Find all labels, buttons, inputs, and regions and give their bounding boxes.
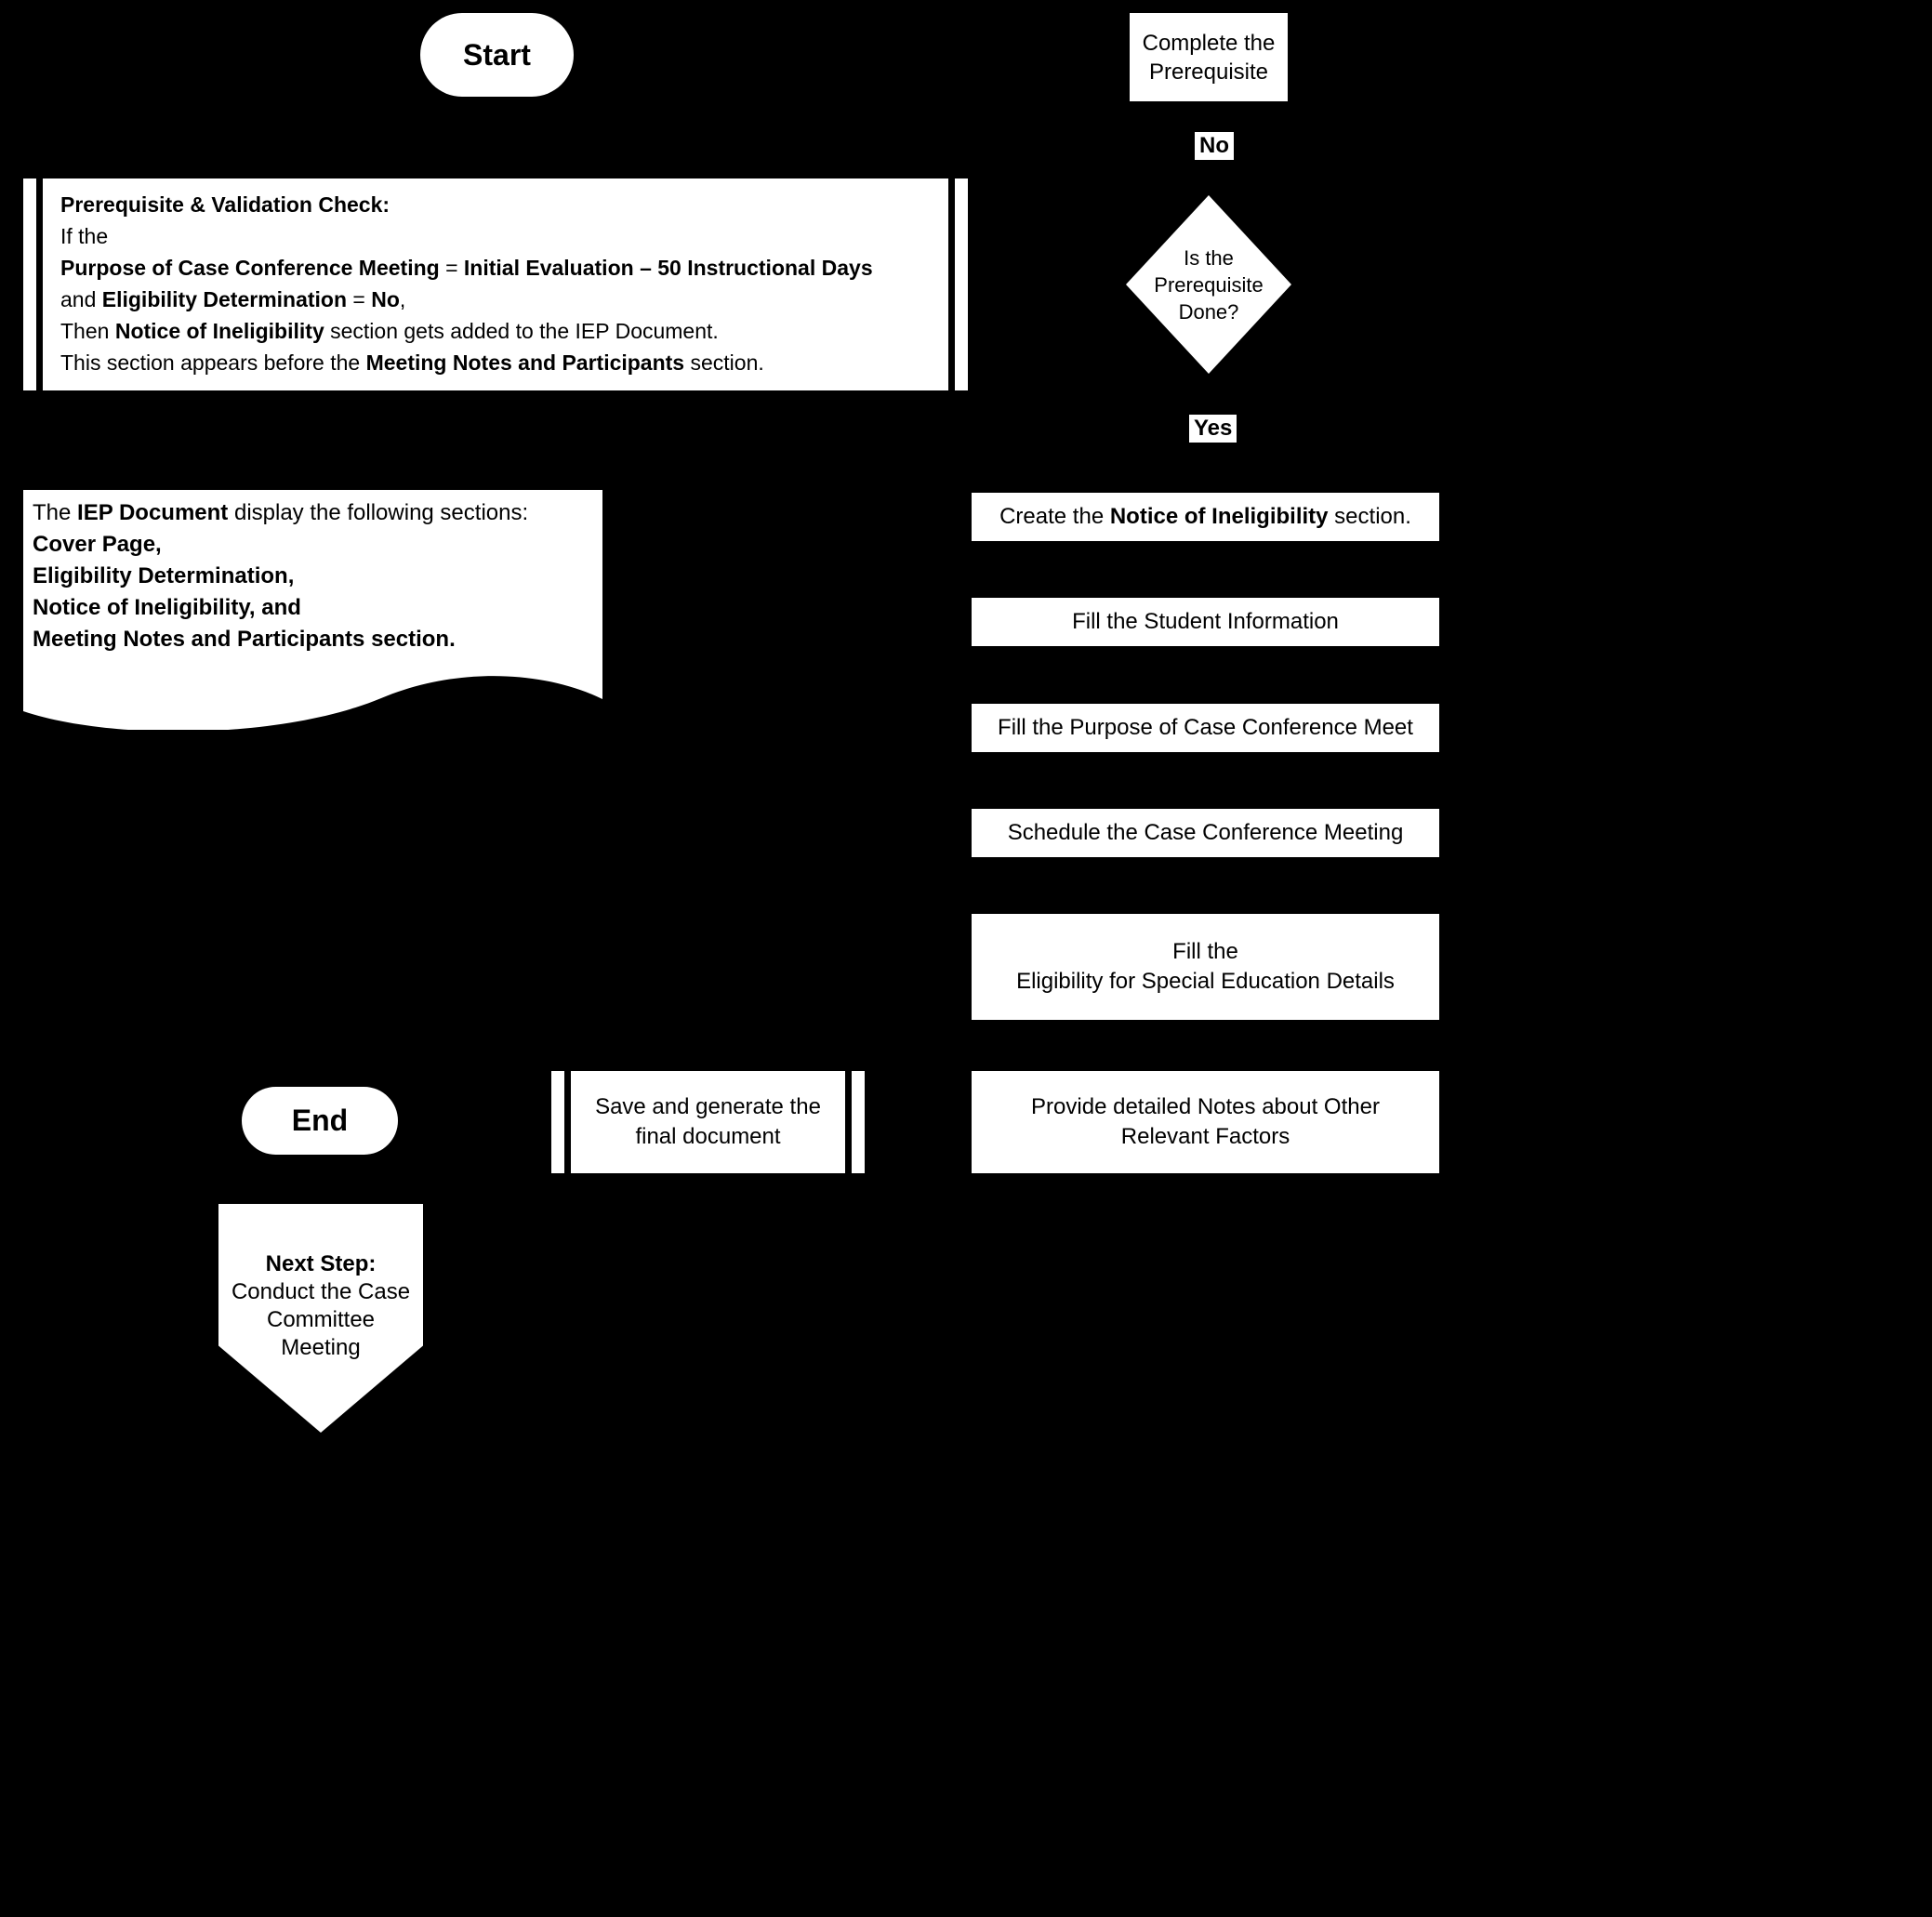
iep-document-line5: Meeting Notes and Participants section.	[33, 627, 456, 652]
validation-line5-post: section gets added to the IEP Document.	[324, 319, 719, 343]
validation-line4-bold1: Eligibility Determination	[101, 287, 348, 311]
iep-document-node: The IEP Document display the following s…	[23, 490, 602, 730]
validation-line4-mid: =	[347, 287, 372, 311]
student-info-label: Fill the Student Information	[1072, 609, 1339, 634]
purpose-label: Fill the Purpose of Case Conference Meet	[998, 715, 1413, 740]
validation-line6-post: section.	[684, 350, 764, 375]
decision-line1: Is the	[1184, 245, 1234, 270]
prerequisite-decision-node: Is the Prerequisite Done?	[1126, 195, 1291, 374]
next-step-title: Next Step:	[265, 1251, 377, 1276]
validation-line5-pre: Then	[60, 319, 115, 343]
purpose-node: Fill the Purpose of Case Conference Meet	[972, 704, 1439, 752]
no-branch-label: No	[1195, 132, 1234, 160]
create-notice-pre: Create the	[999, 504, 1110, 529]
validation-line2: If the	[60, 224, 109, 248]
validation-line5: Then Notice of Ineligibility section get…	[60, 315, 931, 347]
validation-line4-bold2: No	[371, 287, 400, 311]
create-notice-post: section.	[1328, 504, 1411, 529]
save-line1: Save and generate the	[595, 1094, 821, 1119]
schedule-label: Schedule the Case Conference Meeting	[1007, 820, 1404, 845]
complete-prerequisite-node: Complete the Prerequisite	[1130, 13, 1288, 101]
iep-line1-post: display the following sections:	[228, 500, 529, 525]
validation-check-node: Prerequisite & Validation Check: If the …	[23, 178, 968, 390]
complete-prerequisite-line2: Prerequisite	[1148, 59, 1269, 85]
iep-document-line2: Cover Page,	[33, 532, 162, 557]
validation-line6-bold: Meeting Notes and Participants	[365, 350, 685, 375]
validation-line3-bold2: Initial Evaluation – 50 Instructional Da…	[463, 256, 873, 280]
validation-line3: Purpose of Case Conference Meeting = Ini…	[60, 252, 931, 284]
next-step-line2: Committee	[266, 1307, 376, 1332]
validation-line6: This section appears before the Meeting …	[60, 347, 931, 378]
next-step-node: Next Step: Conduct the Case Committee Me…	[218, 1204, 423, 1433]
validation-line4-pre: and	[60, 287, 102, 311]
validation-line6-pre: This section appears before the	[60, 350, 366, 375]
validation-line3-mid: =	[439, 256, 464, 280]
yes-branch-label: Yes	[1189, 415, 1237, 443]
eligibility-line1: Fill the	[1172, 939, 1238, 964]
next-step-line3: Meeting	[281, 1335, 361, 1360]
create-notice-text: Create the Notice of Ineligibility secti…	[999, 502, 1411, 532]
validation-line3-bold1: Purpose of Case Conference Meeting	[60, 256, 440, 280]
end-label: End	[291, 1104, 349, 1137]
validation-title: Prerequisite & Validation Check:	[60, 192, 390, 217]
schedule-node: Schedule the Case Conference Meeting	[972, 809, 1439, 857]
document-wave-edge	[23, 657, 602, 730]
eligibility-node: Fill the Eligibility for Special Educati…	[972, 914, 1439, 1020]
decision-line3: Done?	[1178, 299, 1239, 324]
iep-line1-pre: The	[33, 500, 78, 525]
start-label: Start	[463, 37, 531, 72]
iep-document-line1: The IEP Document display the following s…	[33, 497, 593, 529]
validation-line4: and Eligibility Determination = No,	[60, 284, 931, 315]
iep-document-line3: Eligibility Determination,	[33, 563, 295, 588]
iep-document-text: The IEP Document display the following s…	[23, 490, 602, 657]
create-notice-bold: Notice of Ineligibility	[1109, 504, 1329, 529]
notes-line2: Relevant Factors	[1120, 1124, 1290, 1149]
next-step-line1: Conduct the Case	[231, 1279, 411, 1304]
create-notice-node: Create the Notice of Ineligibility secti…	[972, 493, 1439, 541]
validation-line4-post: ,	[399, 287, 406, 311]
iep-line1-bold: IEP Document	[77, 500, 229, 525]
save-line2: final document	[635, 1124, 781, 1149]
eligibility-line2: Eligibility for Special Education Detail…	[1016, 969, 1395, 994]
complete-prerequisite-line1: Complete the	[1142, 30, 1276, 56]
notes-line1: Provide detailed Notes about Other	[1031, 1094, 1380, 1119]
save-generate-node: Save and generate the final document	[551, 1071, 865, 1173]
decision-line2: Prerequisite	[1154, 272, 1264, 297]
validation-line5-bold: Notice of Ineligibility	[114, 319, 324, 343]
start-node: Start	[420, 13, 574, 97]
end-node: End	[242, 1087, 398, 1155]
iep-document-line4: Notice of Ineligibility, and	[33, 595, 301, 620]
notes-node: Provide detailed Notes about Other Relev…	[972, 1071, 1439, 1173]
student-info-node: Fill the Student Information	[972, 598, 1439, 646]
